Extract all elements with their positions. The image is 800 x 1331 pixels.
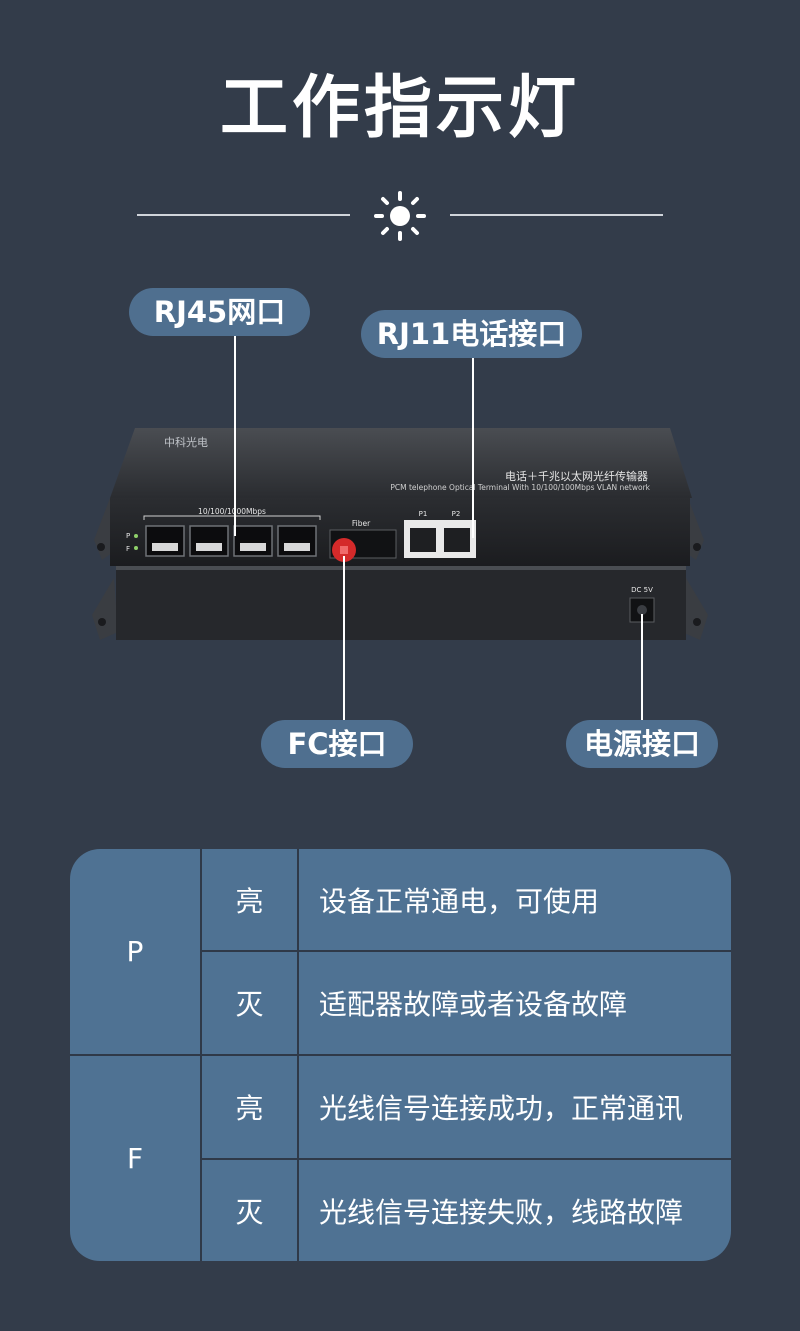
desc-cell: 光线信号连接失败，线路故障 [319,1195,684,1229]
mount-ear-right-bottom [682,578,708,640]
device-product-cn: 电话＋千兆以太网光纤传输器 [505,469,648,483]
device-illustration: 中科光电 电话＋千兆以太网光纤传输器 PCM telephone Optical… [92,428,708,640]
dc-label: DC 5V [631,586,653,594]
desc-cell: 设备正常通电，可使用 [319,884,600,918]
phone-label-p1: P1 [419,510,428,518]
state-cell: 亮 [235,884,264,918]
page-title: 工作指示灯 [219,69,580,148]
led-label-p: P [126,532,130,540]
callout-rj11: RJ11电话接口 [361,310,582,358]
sun-icon [374,191,426,241]
device-brand: 中科光电 [164,435,208,449]
state-cell: 灭 [235,988,264,1021]
mount-ear-left-bottom [92,578,118,640]
leader-rj11 [472,358,474,538]
desc-cell: 光线信号连接成功，正常通讯 [319,1092,684,1125]
leader-fc [343,556,345,720]
leader-power [641,614,643,720]
indicator-table: P F 亮 设备正常通电，可使用 灭 适配器故障或者设备故障 亮 光线信号连接成… [70,849,731,1261]
divider-right [450,214,663,216]
callout-fc: FC接口 [261,720,413,768]
leader-rj45 [234,336,236,536]
state-cell: 亮 [235,1092,264,1125]
led-label-f: F [126,545,130,553]
callout-power: 电源接口 [566,720,718,768]
divider-left [137,214,350,216]
callout-rj45: RJ45网口 [129,288,310,336]
desc-cell: 适配器故障或者设备故障 [319,988,628,1021]
device-lower-unit [116,570,686,640]
led-p-cell: P [126,935,144,968]
led-f-cell: F [126,1142,144,1175]
device-product-en: PCM telephone Optical Terminal With 10/1… [390,483,650,492]
fiber-label: Fiber [352,519,371,528]
device-top-face [110,428,692,498]
phone-label-p2: P2 [452,510,461,518]
state-cell: 灭 [235,1195,264,1229]
speed-label: 10/100/1000Mbps [198,507,266,516]
